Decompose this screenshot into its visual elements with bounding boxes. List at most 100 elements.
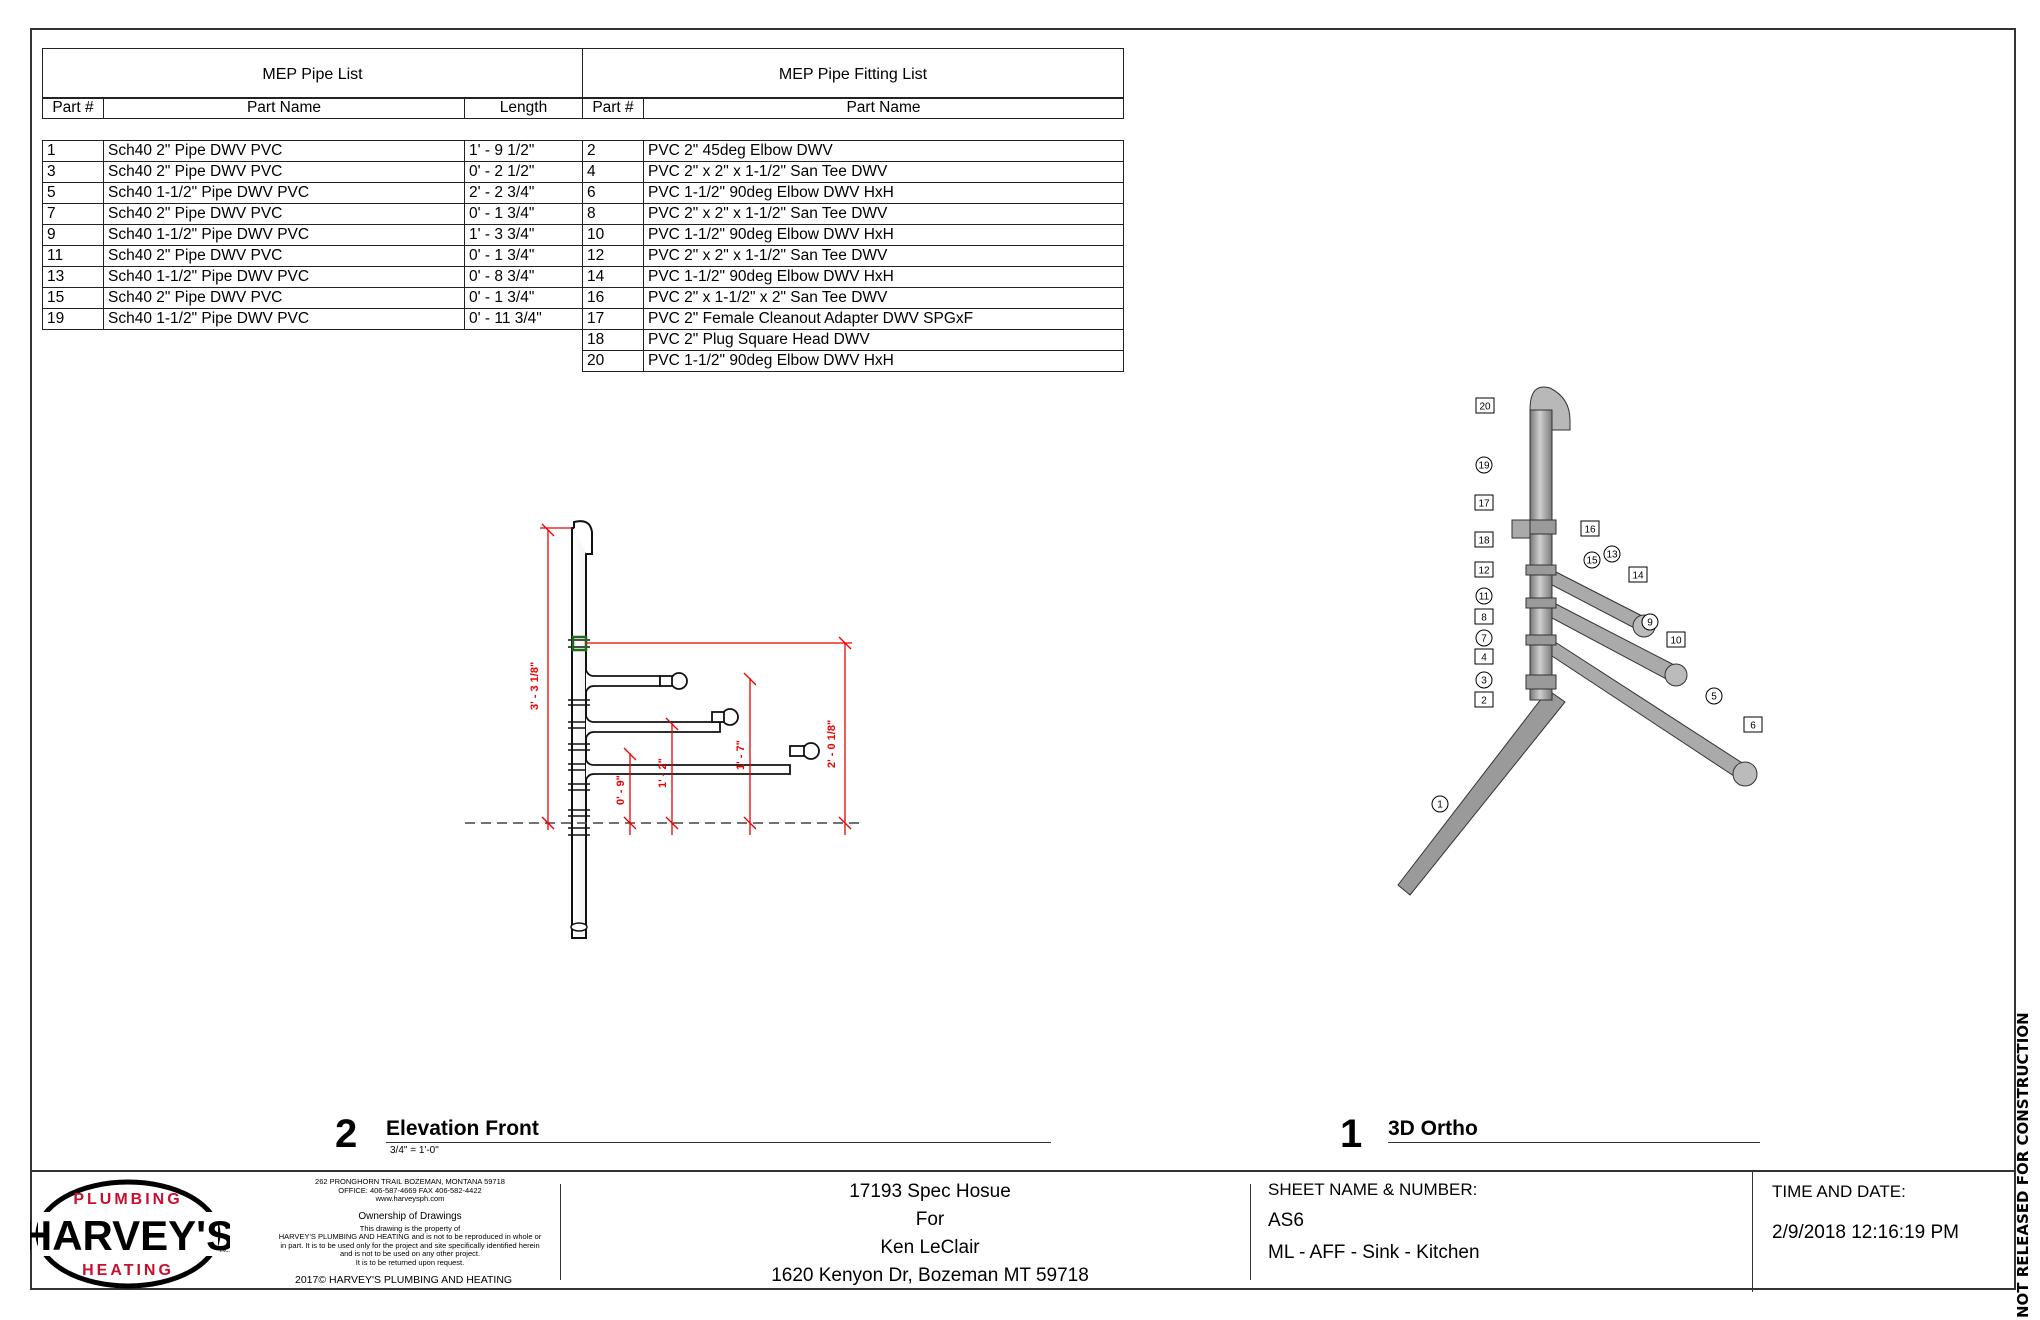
drawing-sheet-border (30, 28, 2016, 1290)
table-cell: 17 (582, 308, 644, 330)
callout-tag: 5 (1705, 687, 1723, 705)
callout-number: 17 (1478, 499, 1490, 510)
time-label: TIME AND DATE: (1772, 1182, 1906, 1201)
table-cell: 0' - 1 3/4" (464, 245, 583, 267)
table-cell: PVC 2" x 2" x 1-1/2" San Tee DWV (643, 203, 1124, 225)
col-part-name: Part Name (643, 97, 1124, 119)
fitting-list-header: Part # Part Name (582, 97, 1124, 119)
callout-number: 18 (1478, 536, 1490, 547)
pipe-list-title: MEP Pipe List (42, 48, 583, 99)
dim-upper: 2' - 0 1/8" (826, 720, 838, 768)
project-for: For (915, 1209, 945, 1230)
branch-arms (585, 669, 820, 781)
callout-number: 12 (1478, 566, 1490, 577)
table-cell: Sch40 1-1/2" Pipe DWV PVC (103, 224, 465, 246)
table-cell: 13 (42, 266, 104, 288)
divider (1250, 1184, 1251, 1280)
company-phone: OFFICE: 406-587-4669 FAX 406-582-4422 (338, 1185, 482, 1195)
callout-tag: 16 (1580, 520, 1600, 537)
callout-tag: 14 (1628, 566, 1648, 583)
col-length: Length (464, 97, 583, 119)
callout-number: 20 (1479, 402, 1491, 413)
table-cell: 2' - 2 3/4" (464, 182, 583, 204)
client-name: Ken LeClair (880, 1237, 980, 1258)
callout-number: 14 (1632, 571, 1644, 582)
callout-tag: 15 (1583, 551, 1601, 569)
elevation-scale: 3/4" = 1'-0" (390, 1145, 439, 1156)
divider (560, 1184, 561, 1280)
ortho-pipes (1397, 386, 1758, 896)
callout-number: 19 (1478, 461, 1490, 472)
callout-tag: 3 (1475, 671, 1493, 689)
callout-tag: 9 (1641, 613, 1659, 631)
table-cell: Sch40 1-1/2" Pipe DWV PVC (103, 266, 465, 288)
table-cell: 2 (582, 140, 644, 162)
table-cell: 3 (42, 161, 104, 183)
callout-number: 6 (1750, 721, 1756, 732)
callout-number: 16 (1584, 525, 1596, 536)
callout-tag: 8 (1474, 608, 1494, 625)
time-value: 2/9/2018 12:16:19 PM (1772, 1222, 1959, 1243)
table-cell: PVC 2" x 2" x 1-1/2" San Tee DWV (643, 161, 1124, 183)
table-cell: PVC 2" 45deg Elbow DWV (643, 140, 1124, 162)
callout-number: 2 (1481, 696, 1487, 707)
pipe-list-header: Part # Part Name Length (42, 97, 583, 119)
table-cell: 5 (42, 182, 104, 204)
table-cell: 6 (582, 182, 644, 204)
ownership-line: and is not to be used on any other proje… (339, 1249, 481, 1258)
project-address: 1620 Kenyon Dr, Bozeman MT 59718 (771, 1265, 1089, 1286)
callout-number: 9 (1647, 618, 1653, 629)
project-name: 17193 Spec Hosue (849, 1181, 1011, 1202)
divider (1752, 1172, 1753, 1292)
table-cell: 14 (582, 266, 644, 288)
title-block: PLUMBING HARVEY'S INC. HEATING 262 PRONG… (30, 1170, 2016, 1292)
callout-number: 15 (1586, 556, 1598, 567)
callout-tag: 4 (1474, 648, 1494, 665)
table-cell: 0' - 11 3/4" (464, 308, 583, 330)
ownership-line: It is to be returned upon request. (355, 1257, 465, 1267)
table-cell: 20 (582, 350, 644, 372)
logo-heating: HEATING (82, 1262, 174, 1279)
table-cell: Sch40 2" Pipe DWV PVC (103, 161, 465, 183)
ownership-line: in part. It is to be used only for the p… (280, 1240, 540, 1250)
elevation-front-drawing: 3' - 3 1/8" 2' - 0 1/8" 1' - 7" 1' - 2" … (465, 520, 860, 939)
callout-tag: 6 (1743, 716, 1763, 733)
callout-tag: 12 (1474, 561, 1494, 578)
callout-tag: 1 (1431, 795, 1449, 813)
company-address: 262 PRONGHORN TRAIL BOZEMAN, MONTANA 597… (315, 1177, 505, 1186)
callout-number: 5 (1711, 692, 1717, 703)
ortho-view-name: 3D Ortho (1388, 1117, 1478, 1140)
ortho-view-number: 1 (1340, 1112, 1363, 1156)
callout-tag: 17 (1474, 494, 1494, 511)
logo-harveys: HARVEY'S (30, 1212, 230, 1259)
dim-low: 1' - 2" (657, 758, 669, 788)
callout-number: 10 (1670, 636, 1682, 647)
harveys-logo: PLUMBING HARVEY'S INC. HEATING (30, 1179, 230, 1289)
elevation-view-number: 2 (335, 1112, 358, 1156)
table-cell: 16 (582, 287, 644, 309)
col-part-number: Part # (582, 97, 644, 119)
dim-mid: 1' - 7" (735, 740, 747, 770)
not-released-note: NOT RELEASED FOR CONSTRUCTION (2014, 1012, 2032, 1318)
table-cell: PVC 1-1/2" 90deg Elbow DWV HxH (643, 350, 1124, 372)
table-cell: 18 (582, 329, 644, 351)
table-cell: 7 (42, 203, 104, 225)
table-cell: Sch40 2" Pipe DWV PVC (103, 203, 465, 225)
table-cell: Sch40 2" Pipe DWV PVC (103, 140, 465, 162)
fitting-list-title: MEP Pipe Fitting List (582, 48, 1124, 99)
dimension-lines (540, 523, 852, 835)
callout-tag: 2 (1474, 691, 1494, 708)
